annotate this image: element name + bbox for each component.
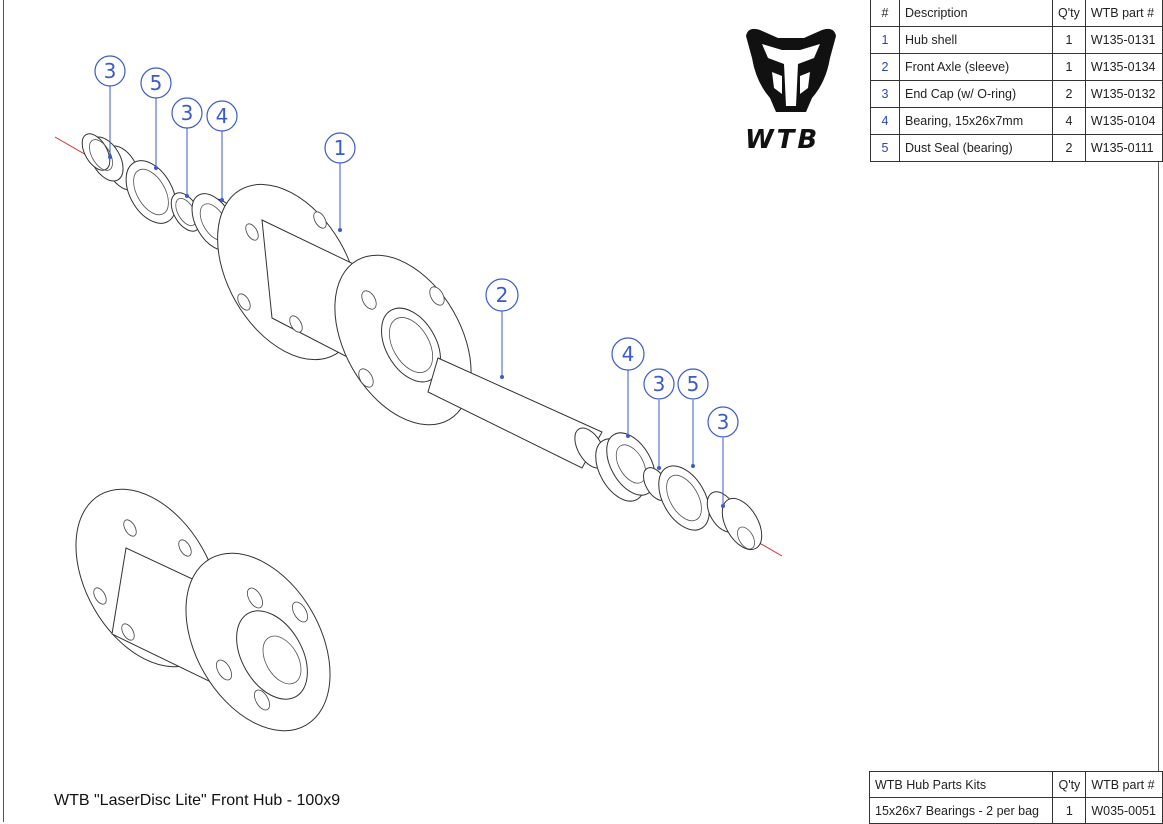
svg-text:3: 3	[181, 101, 194, 125]
row-part-no: W135-0104	[1084, 107, 1163, 135]
table-row: 15x26x7 Bearings - 2 per bag 1 W035-0051	[868, 797, 1163, 824]
row-description: End Cap (w/ O-ring)	[899, 80, 1053, 108]
svg-text:3: 3	[653, 372, 666, 396]
row-description: Hub shell	[899, 26, 1053, 54]
kits-header-description: WTB Hub Parts Kits	[868, 771, 1054, 798]
drawing-border	[3, 0, 1159, 822]
right-dust-seal	[658, 465, 710, 531]
row-num: 5	[870, 134, 900, 162]
kit-part-no: W035-0051	[1085, 797, 1163, 824]
callout-axle: 2	[485, 278, 519, 312]
table-row: 3 End Cap (w/ O-ring) 2 W135-0132	[870, 80, 1163, 108]
svg-text:3: 3	[717, 410, 730, 434]
kits-table: WTB Hub Parts Kits Q'ty WTB part # 15x26…	[868, 771, 1163, 824]
row-qty: 1	[1052, 53, 1086, 81]
hub-shell-exploded	[217, 183, 472, 426]
kit-qty: 1	[1052, 797, 1087, 824]
row-description: Bearing, 15x26x7mm	[899, 107, 1053, 135]
svg-text:4: 4	[216, 104, 229, 128]
callout-hub-shell: 1	[324, 132, 356, 164]
parts-table-header: # Description Q'ty WTB part #	[870, 0, 1163, 27]
callout-right-dust-seal: 5	[677, 368, 709, 400]
row-part-no: W135-0111	[1084, 134, 1163, 162]
wtb-bull-logo-icon	[746, 28, 836, 112]
callout-left-end-cap: 3	[94, 55, 126, 87]
row-qty: 2	[1052, 134, 1086, 162]
kits-table-header: WTB Hub Parts Kits Q'ty WTB part #	[868, 771, 1163, 798]
callout-right-bearing: 4	[611, 337, 645, 371]
svg-text:2: 2	[496, 283, 509, 307]
row-qty: 2	[1052, 80, 1086, 108]
row-num: 4	[870, 107, 900, 135]
callout-left-bearing: 4	[206, 100, 238, 132]
svg-text:5: 5	[150, 71, 163, 95]
leader-lines	[108, 86, 725, 508]
left-dust-seal	[125, 160, 177, 224]
wtb-logo-text: WTB	[745, 125, 821, 155]
callout-left-oring: 3	[171, 97, 203, 129]
table-row: 4 Bearing, 15x26x7mm 4 W135-0104	[870, 107, 1163, 135]
header-description: Description	[899, 0, 1053, 27]
header-part-no: WTB part #	[1084, 0, 1163, 27]
row-description: Front Axle (sleeve)	[899, 53, 1053, 81]
svg-text:5: 5	[687, 372, 700, 396]
table-row: 5 Dust Seal (bearing) 2 W135-0111	[870, 134, 1163, 162]
callout-right-oring: 3	[643, 368, 675, 400]
row-part-no: W135-0132	[1084, 80, 1163, 108]
callout-left-dust-seal: 5	[140, 67, 172, 99]
header-qty: Q'ty	[1052, 0, 1086, 27]
row-qty: 1	[1052, 26, 1086, 54]
axle-sleeve	[427, 357, 606, 469]
row-num: 1	[870, 26, 900, 54]
parts-table: # Description Q'ty WTB part # 1 Hub shel…	[870, 0, 1163, 162]
row-part-no: W135-0134	[1084, 53, 1163, 81]
table-row: 1 Hub shell 1 W135-0131	[870, 26, 1163, 54]
kit-description: 15x26x7 Bearings - 2 per bag	[868, 797, 1054, 824]
row-num: 3	[870, 80, 900, 108]
kits-header-qty: Q'ty	[1052, 771, 1087, 798]
kits-header-part-no: WTB part #	[1085, 771, 1163, 798]
row-num: 2	[870, 53, 900, 81]
header-num: #	[870, 0, 900, 27]
svg-text:1: 1	[334, 136, 347, 160]
row-description: Dust Seal (bearing)	[899, 134, 1053, 162]
svg-text:3: 3	[104, 59, 117, 83]
row-qty: 4	[1052, 107, 1086, 135]
row-part-no: W135-0131	[1084, 26, 1163, 54]
page-title: WTB "LaserDisc Lite" Front Hub - 100x9	[54, 792, 341, 809]
table-row: 2 Front Axle (sleeve) 1 W135-0134	[870, 53, 1163, 81]
right-bearing	[595, 432, 656, 502]
right-end-cap	[706, 491, 763, 551]
svg-text:4: 4	[622, 342, 635, 366]
callout-right-end-cap: 3	[707, 406, 739, 438]
assembled-hub	[75, 488, 331, 732]
